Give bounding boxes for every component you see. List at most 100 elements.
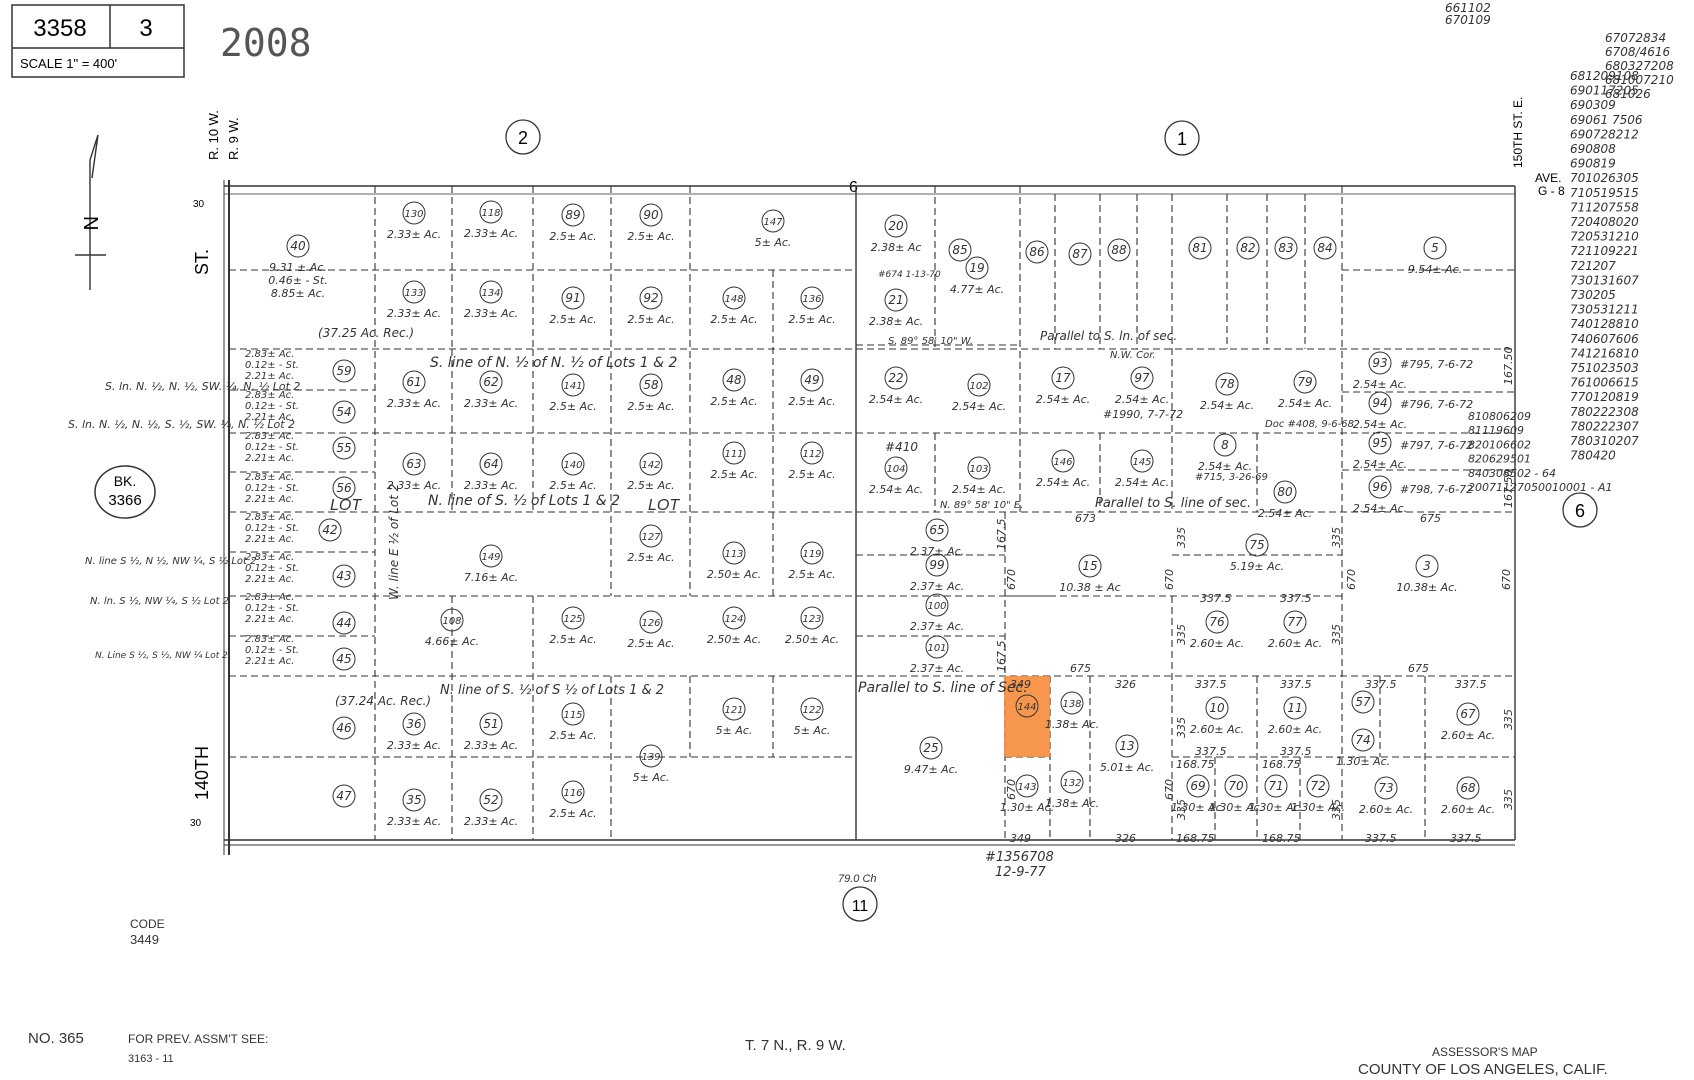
parcel-11[interactable]: 112.60± Ac. [1268, 696, 1322, 736]
parcel-78[interactable]: 782.54± Ac. [1200, 372, 1254, 412]
parcel-57[interactable]: 57 [1351, 690, 1375, 714]
parcel-54[interactable]: 54 [332, 400, 356, 424]
parcel-48[interactable]: 482.5± Ac. [710, 368, 758, 408]
parcel-43[interactable]: 43 [332, 564, 356, 588]
parcel-19[interactable]: 194.77± Ac. [950, 256, 1004, 296]
parcel-17[interactable]: 172.54± Ac. [1036, 366, 1090, 406]
parcel-47[interactable]: 47 [332, 784, 356, 808]
parcel-3[interactable]: 310.38± Ac. [1396, 554, 1458, 594]
parcel-85[interactable]: 85 [948, 238, 972, 262]
parcel-45[interactable]: 45 [332, 647, 356, 671]
parcel-61[interactable]: 612.33± Ac. [387, 370, 441, 410]
parcel-68[interactable]: 682.60± Ac. [1441, 776, 1495, 816]
parcel-13[interactable]: 135.01± Ac. [1100, 734, 1154, 774]
parcel-91[interactable]: 912.5± Ac. [549, 286, 597, 326]
parcel-20[interactable]: 202.38± Ac [871, 214, 922, 254]
parcel-71[interactable]: 711.30± Ac. [1249, 774, 1303, 814]
parcel-36[interactable]: 362.33± Ac. [387, 712, 441, 752]
parcel-75[interactable]: 755.19± Ac. [1230, 533, 1284, 573]
parcel-21[interactable]: 212.38± Ac. [869, 288, 923, 328]
parcel-63[interactable]: 632.33± Ac. [387, 452, 441, 492]
parcel-73[interactable]: 732.60± Ac. [1359, 776, 1413, 816]
parcel-8[interactable]: 82.54± Ac. [1198, 433, 1252, 473]
parcel-51[interactable]: 512.33± Ac. [464, 712, 518, 752]
parcel-87[interactable]: 87 [1068, 242, 1092, 266]
parcel-74[interactable]: 741.30± Ac. [1336, 728, 1390, 768]
parcel-83[interactable]: 83 [1274, 236, 1298, 260]
parcel-97[interactable]: 972.54± Ac. [1115, 366, 1169, 406]
parcel-44[interactable]: 44 [332, 611, 356, 635]
parcel-35[interactable]: 352.33± Ac. [387, 788, 441, 828]
parcel-79[interactable]: 792.54± Ac. [1278, 370, 1332, 410]
parcel-80[interactable]: 802.54± Ac. [1258, 480, 1312, 520]
parcel-90[interactable]: 902.5± Ac. [627, 203, 675, 243]
parcel-77[interactable]: 772.60± Ac. [1268, 610, 1322, 650]
parcel-69[interactable]: 691.30± Ac. [1171, 774, 1225, 814]
parcel-92[interactable]: 922.5± Ac. [627, 286, 675, 326]
parcel-59[interactable]: 59 [332, 359, 356, 383]
parcel-58[interactable]: 582.5± Ac. [627, 373, 675, 413]
parcel-62[interactable]: 622.33± Ac. [464, 370, 518, 410]
parcel-5[interactable]: 59.54± Ac. [1408, 236, 1462, 276]
parcel-84[interactable]: 84 [1313, 236, 1337, 260]
parcel-95[interactable]: 952.54± Ac. [1353, 431, 1407, 471]
parcel-65[interactable]: 652.37± Ac. [910, 518, 964, 558]
parcel-42[interactable]: 42 [318, 518, 342, 542]
parcel-46[interactable]: 46 [332, 716, 356, 740]
parcel-10[interactable]: 102.60± Ac. [1190, 696, 1244, 736]
parcel-49[interactable]: 492.5± Ac. [788, 368, 836, 408]
parcel-55[interactable]: 55 [332, 436, 356, 460]
parcel-88[interactable]: 88 [1107, 238, 1131, 262]
parcel-40[interactable]: 409.31 ± Ac.0.46± - St.8.85± Ac. [268, 234, 328, 300]
parcel-56[interactable]: 56 [332, 476, 356, 500]
parcel-82[interactable]: 82 [1236, 236, 1260, 260]
parcel-64[interactable]: 642.33± Ac. [464, 452, 518, 492]
parcel-22[interactable]: 222.54± Ac. [869, 366, 923, 406]
parcel-52[interactable]: 522.33± Ac. [464, 788, 518, 828]
parcel-94[interactable]: 942.54± Ac. [1353, 391, 1407, 431]
parcel-76[interactable]: 762.60± Ac. [1190, 610, 1244, 650]
parcel-144[interactable]: 144 [1015, 694, 1039, 718]
parcel-93[interactable]: 932.54± Ac. [1353, 351, 1407, 391]
parcel-25[interactable]: 259.47± Ac. [904, 736, 958, 776]
parcel-86[interactable]: 86 [1025, 240, 1049, 264]
parcel-81[interactable]: 81 [1188, 236, 1212, 260]
parcel-70[interactable]: 701.30± Ac. [1209, 774, 1263, 814]
parcel-99[interactable]: 992.37± Ac. [910, 553, 964, 593]
parcel-72[interactable]: 721.30± Ac. [1291, 774, 1345, 814]
